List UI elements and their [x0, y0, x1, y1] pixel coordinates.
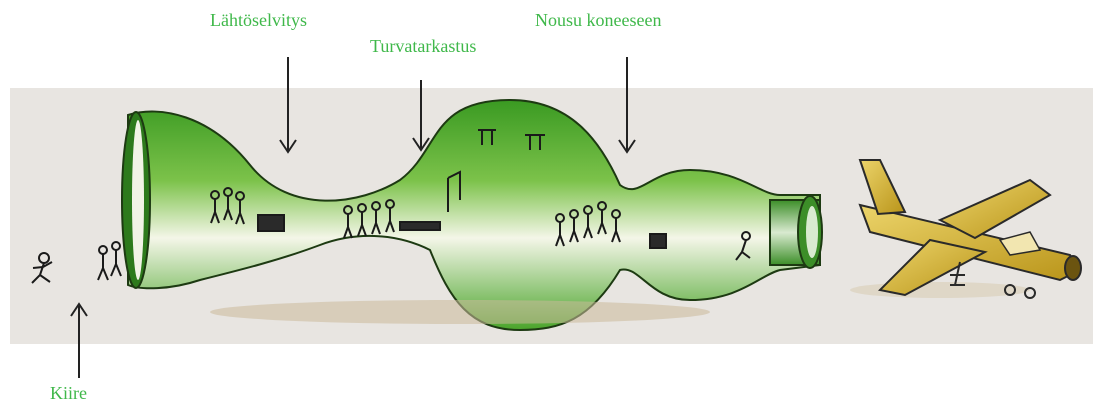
label-boarding: Nousu koneeseen — [535, 10, 661, 31]
label-security: Turvatarkastus — [370, 36, 476, 57]
label-check-in: Lähtöselvitys — [210, 10, 307, 31]
label-rush: Kiire — [50, 383, 87, 404]
